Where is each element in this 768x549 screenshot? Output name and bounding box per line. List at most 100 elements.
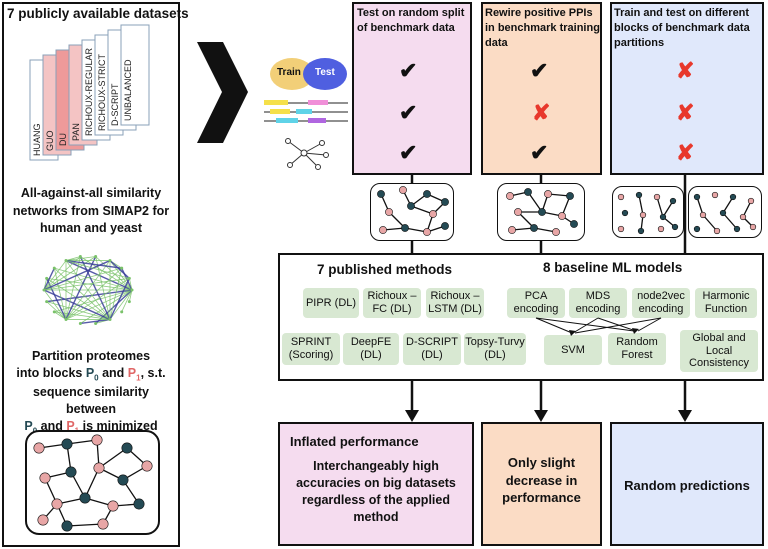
model-random-forest: Random Forest	[608, 333, 666, 365]
hairball-edge	[46, 278, 111, 320]
result-inflated-title: Inflated performance	[290, 434, 419, 449]
network-node	[552, 228, 560, 236]
method-dscript: D-SCRIPT (DL)	[403, 333, 461, 365]
network-node	[747, 197, 755, 205]
partition-network	[25, 430, 160, 535]
network-node	[719, 209, 727, 217]
hairball-node	[120, 266, 124, 270]
hairball-edge	[43, 289, 67, 320]
network-node	[653, 193, 661, 201]
check-icon: ✔	[530, 140, 549, 165]
hairball-node	[94, 321, 98, 325]
hairball-node	[108, 259, 112, 263]
network-edge	[638, 194, 644, 216]
hairball-edge	[121, 289, 133, 313]
check-icon: ✔	[399, 58, 418, 83]
network-node	[711, 191, 719, 199]
dataset-label: UNBALANCED	[123, 59, 133, 121]
network-node	[407, 202, 415, 210]
cross-icon: ✘	[676, 140, 695, 165]
check-icon: ✔	[399, 140, 418, 165]
network-node	[729, 193, 737, 201]
dataset-label: GUO	[45, 130, 55, 151]
column-random-split	[352, 2, 472, 175]
network-edge	[722, 212, 738, 230]
network-node	[93, 462, 105, 474]
model-pca: PCA encoding	[507, 288, 565, 318]
hairball-edge	[95, 289, 133, 324]
hairball-node	[94, 255, 98, 259]
network-node	[441, 222, 449, 230]
column-rewire	[481, 2, 602, 175]
partition-text: Partition proteomes into blocks P0 and P…	[16, 349, 166, 435]
network-node	[37, 514, 49, 526]
model-harmonic: Harmonic Function	[695, 288, 757, 318]
methods-box	[278, 253, 764, 381]
method-sprint: SPRINT (Scoring)	[282, 333, 340, 365]
network-node	[133, 498, 145, 510]
network-node	[524, 188, 532, 196]
network-node	[441, 198, 449, 206]
network-node	[117, 474, 129, 486]
hairball-edge	[79, 256, 111, 320]
network-node	[33, 442, 45, 454]
network-node	[693, 193, 701, 201]
model-svm: SVM	[544, 335, 602, 365]
hairball-node	[45, 300, 49, 304]
cross-icon: ✘	[532, 100, 551, 125]
model-global-local: Global and Local Consistency	[680, 330, 758, 372]
hairball-node	[78, 321, 82, 325]
network-node	[639, 211, 647, 219]
hairball-node	[127, 300, 131, 304]
network-node	[377, 190, 385, 198]
result-slight-decrease	[481, 422, 602, 546]
hairball-edge	[65, 256, 97, 320]
network-node	[121, 442, 133, 454]
network-node	[621, 209, 629, 217]
hairball-edge	[65, 267, 122, 320]
hairball-edge	[65, 260, 130, 279]
network-node	[669, 197, 677, 205]
published-methods-title: 7 published methods	[317, 262, 453, 277]
network-edge	[702, 214, 718, 232]
network-node	[141, 460, 153, 472]
network-node	[637, 227, 645, 235]
dataset-label: RICHOUX-REGULAR	[84, 47, 94, 136]
network-node	[429, 210, 437, 218]
network-node	[617, 225, 625, 233]
sequence-icon	[264, 100, 348, 123]
dataset-label: PAN	[71, 123, 81, 141]
network-node	[570, 220, 578, 228]
column-rewire-header: Rewire positive PPIs in benchmark traini…	[485, 7, 600, 49]
network-edge	[696, 196, 704, 216]
datasets-panel	[2, 2, 180, 547]
check-icon: ✔	[530, 58, 549, 83]
hairball-edge	[109, 268, 123, 320]
hairball-edge	[65, 256, 96, 261]
network-random-split	[370, 183, 454, 241]
network-block-p1	[688, 186, 762, 238]
column-blocks	[610, 2, 764, 175]
method-richoux-lstm: Richoux – LSTM (DL)	[426, 288, 484, 318]
network-node	[530, 224, 538, 232]
result-random	[610, 422, 764, 546]
network-edge	[722, 196, 734, 214]
hairball-edge	[54, 267, 133, 291]
hairball-edge	[65, 256, 81, 320]
result-inflated	[278, 422, 474, 546]
hairball-edge	[109, 289, 133, 320]
network-node	[558, 212, 566, 220]
hairball-edge	[43, 267, 55, 291]
network-edge	[527, 191, 543, 213]
datasets-title: 7 publicly available datasets	[7, 6, 189, 21]
network-node	[566, 192, 574, 200]
hairball-edge	[43, 260, 67, 291]
network-node	[693, 225, 701, 233]
network-node	[749, 223, 757, 231]
hairball-node	[78, 255, 82, 259]
network-node	[97, 518, 109, 530]
hairball-edge	[43, 267, 122, 291]
